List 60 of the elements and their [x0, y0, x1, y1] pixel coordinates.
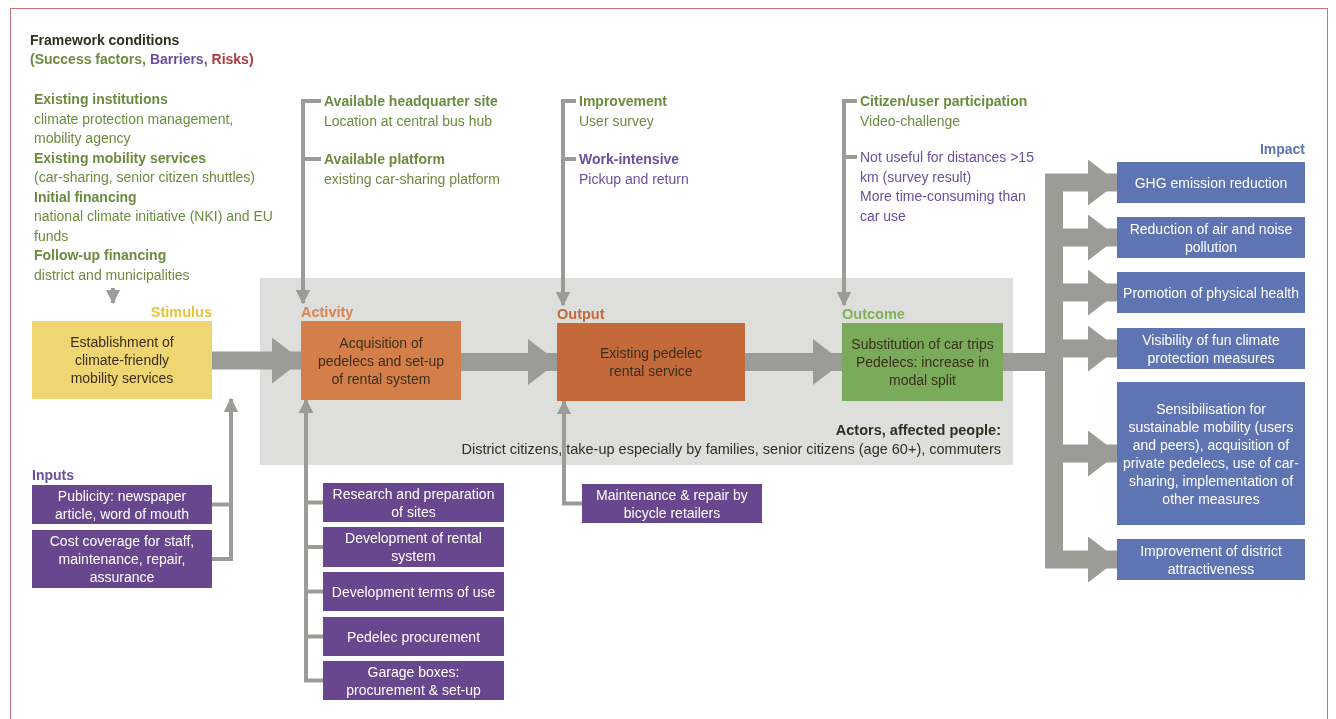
impact-box: Sensibilisation for sustainable mobility (users and peers), acquisition of private pedelecs, use of car-sharing, implementation of other measures: [1117, 382, 1305, 525]
stage-heading: Output: [557, 305, 606, 323]
condition-heading: Improvement: [579, 92, 668, 111]
condition-text: (car-sharing, senior citizen shuttles): [34, 168, 256, 187]
condition-text: Video-challenge: [860, 111, 962, 131]
condition-text: district and municipalities: [34, 265, 191, 285]
condition-heading: Existing mobility services: [34, 148, 207, 168]
arrow: [212, 398, 238, 561]
input-box: Research and preparation of sites: [323, 483, 504, 522]
condition-text: User survey: [579, 111, 655, 131]
condition-heading: Citizen/user participation: [860, 92, 1029, 111]
block-arrow: [745, 339, 843, 385]
arrow: [296, 157, 321, 304]
stage-box: Establishment of climate-friendly mobility services: [32, 321, 212, 399]
input-box: Publicity: newspaper article, word of mouth: [32, 485, 212, 524]
input-box: Cost coverage for staff, maintenance, repair, assurance: [32, 530, 212, 588]
arrow: [106, 288, 120, 304]
stage-box: Acquisition of pedelecs and set-up of rental system: [301, 321, 461, 400]
condition-text: Not useful for distances >15 km (survey result): [860, 148, 1035, 187]
input-box: Development terms of use: [323, 572, 504, 611]
condition-text: More time-consuming than car use: [860, 187, 1027, 226]
condition-text: national climate initiative (NKI) and EU funds: [34, 207, 274, 246]
arrow: [556, 157, 576, 306]
input-box: Garage boxes: procurement & set-up: [323, 661, 504, 700]
section-heading: Inputs: [32, 467, 75, 483]
block-arrow: [212, 337, 302, 384]
section-heading: Impact: [1258, 141, 1305, 157]
actors-heading: Actors, affected people:: [835, 422, 1001, 438]
stage-box: Substitution of car trips Pedelecs: increase in modal split: [842, 323, 1003, 401]
block-arrow: [461, 339, 558, 385]
legend-entry: Risks): [211, 51, 254, 67]
arrow: [837, 155, 857, 306]
stage-heading: Outcome: [842, 305, 906, 323]
stage-heading: Stimulus: [149, 303, 212, 321]
legend-entry: (Success factors,: [30, 51, 146, 67]
impact-box: Improvement of district attractiveness: [1117, 539, 1305, 580]
legend-entry: Barriers,: [149, 51, 208, 67]
condition-heading: Initial financing: [34, 187, 138, 207]
input-box: Maintenance & repair by bicycle retailers: [582, 484, 762, 523]
condition-text: Location at central bus hub: [324, 111, 494, 131]
arrow: [557, 400, 582, 506]
impact-box: GHG emission reduction: [1117, 162, 1305, 203]
diagram-title: Framework conditions: [30, 32, 180, 48]
impact-box: Reduction of air and noise pollution: [1117, 217, 1305, 258]
actors-text: District citizens, take-up especially by families, senior citizens (age 60+), commuters: [461, 441, 1001, 457]
condition-heading: Available platform: [324, 150, 446, 169]
condition-heading: Existing institutions: [34, 90, 169, 109]
condition-heading: Work-intensive: [579, 150, 681, 169]
impact-box: Promotion of physical health: [1117, 272, 1305, 313]
condition-text: Pickup and return: [579, 169, 690, 189]
input-box: Pedelec procurement: [323, 617, 504, 656]
impact-box: Visibility of fun climate protection measures: [1117, 328, 1305, 369]
condition-heading: Available headquarter site: [324, 92, 499, 111]
condition-text: climate protection management, mobility agency: [34, 109, 235, 148]
condition-heading: Follow-up financing: [34, 246, 168, 265]
stage-box: Existing pedelec rental service: [557, 323, 745, 401]
stage-heading: Activity: [301, 303, 355, 321]
context-band: [260, 278, 1013, 465]
condition-text: existing car-sharing platform: [324, 169, 501, 189]
input-box: Development of rental system: [323, 527, 504, 567]
